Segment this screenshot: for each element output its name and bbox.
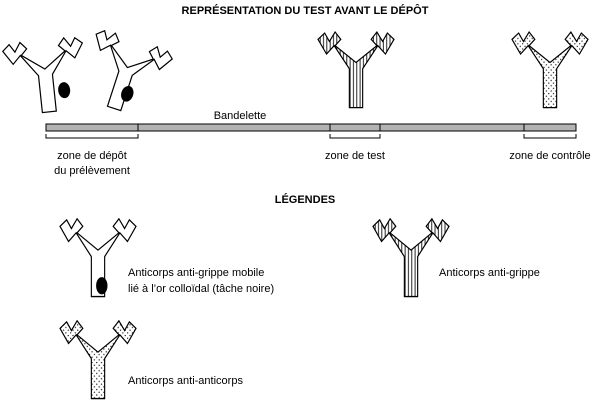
- gold-dot: [58, 82, 71, 99]
- legend-anti-flu-label: Anticorps anti-grippe: [439, 267, 540, 279]
- test-zone-bracket: [329, 134, 381, 139]
- legend-anti-anti-antibody: [59, 320, 137, 400]
- mobile-antibody-1: [1, 35, 90, 117]
- diagram-title: REPRÉSENTATION DU TEST AVANT LE DÉPÔT: [182, 4, 429, 17]
- gold-dot: [96, 277, 108, 295]
- control-zone-antibody: [511, 31, 589, 109]
- legend-mobile-label-1: Anticorps anti-grippe mobile: [128, 267, 264, 279]
- legend-anti-anti-label: Anticorps anti-anticorps: [128, 375, 243, 387]
- control-zone-label: zone de contrôle: [509, 150, 590, 162]
- strip-label: Bandelette: [214, 110, 267, 122]
- deposit-zone-label-2: du prélèvement: [54, 165, 130, 177]
- test-zone-label: zone de test: [325, 150, 385, 162]
- test-zone-antibody: [317, 31, 395, 109]
- test-strip: [45, 123, 577, 132]
- deposit-zone-bracket: [45, 134, 139, 139]
- deposit-zone-label: zone de dépôt: [57, 150, 127, 162]
- legend-mobile-label-2: lié à l’or colloïdal (tâche noire): [128, 283, 274, 295]
- legend-title: LÉGENDES: [275, 193, 336, 206]
- control-zone-bracket: [523, 134, 577, 139]
- mobile-antibody-2: [75, 26, 176, 122]
- legend-anti-flu-antibody: [372, 218, 450, 298]
- legend-mobile-antibody: [59, 218, 137, 298]
- gold-dot: [121, 85, 134, 102]
